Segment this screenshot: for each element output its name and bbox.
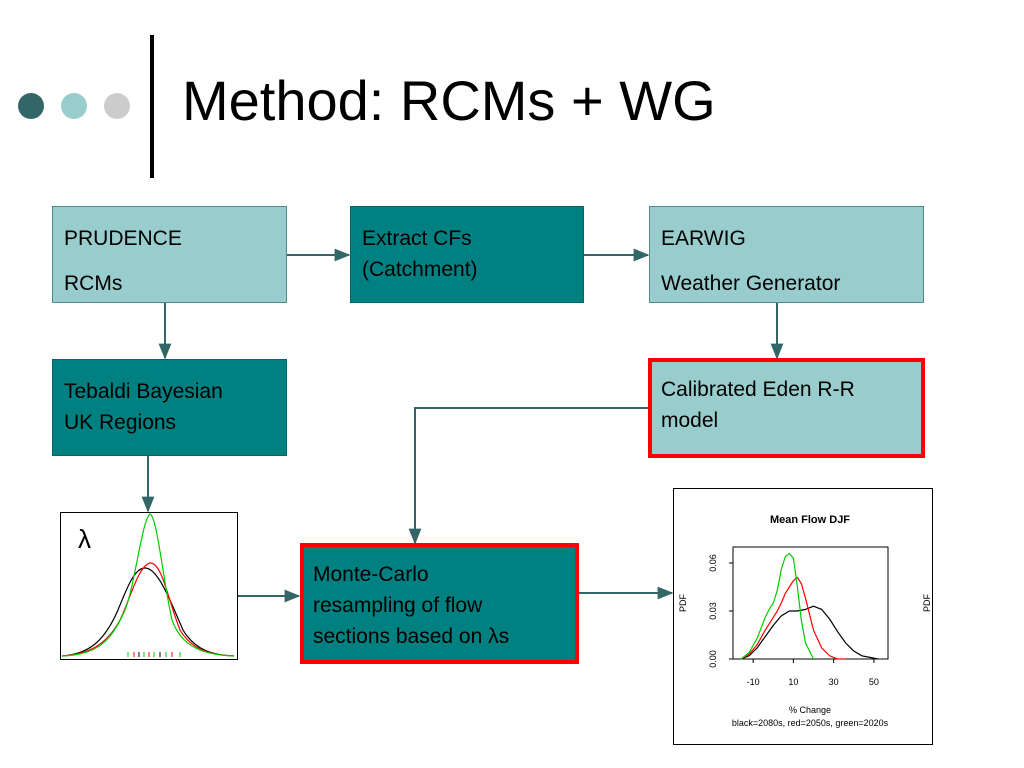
bullet-dot-dark <box>18 93 44 119</box>
box-extract-line2: (Catchment) <box>362 258 478 281</box>
box-tebaldi: Tebaldi Bayesian UK Regions <box>52 359 287 456</box>
box-earwig: EARWIG Weather Generator <box>649 206 924 303</box>
slide-title: Method: RCMs + WG <box>182 69 716 132</box>
box-prudence-line1: PRUDENCE <box>64 227 182 250</box>
box-earwig-line2: Weather Generator <box>661 272 841 295</box>
box-tebaldi-line2: UK Regions <box>64 411 177 434</box>
box-prudence-rcms: PRUDENCE RCMs <box>52 206 287 303</box>
bullet-dot-light <box>61 93 87 119</box>
title-divider <box>150 35 154 178</box>
box-montecarlo-line3: sections based on λs <box>313 625 510 648</box>
box-extract-cfs: Extract CFs (Catchment) <box>350 206 584 303</box>
box-prudence-line2: RCMs <box>64 272 123 295</box>
box-eden-model: Calibrated Eden R-R model <box>648 358 925 458</box>
box-monte-carlo: Monte-Carlo resampling of flow sections … <box>300 543 579 664</box>
arrow-eden-to-montecarlo <box>408 407 648 545</box>
lambda-symbol: λ <box>78 524 91 554</box>
box-eden-line2: model <box>661 409 719 432</box>
mean-flow-chart-frame <box>673 488 933 745</box>
bullet-dot-grey <box>104 93 130 119</box>
box-extract-line1: Extract CFs <box>362 227 472 250</box>
box-eden-line1: Calibrated Eden R-R <box>661 378 855 401</box>
box-earwig-line1: EARWIG <box>661 227 746 250</box>
box-tebaldi-line1: Tebaldi Bayesian <box>64 380 223 403</box>
box-montecarlo-line2: resampling of flow <box>313 594 483 617</box>
box-montecarlo-line1: Monte-Carlo <box>313 563 429 586</box>
